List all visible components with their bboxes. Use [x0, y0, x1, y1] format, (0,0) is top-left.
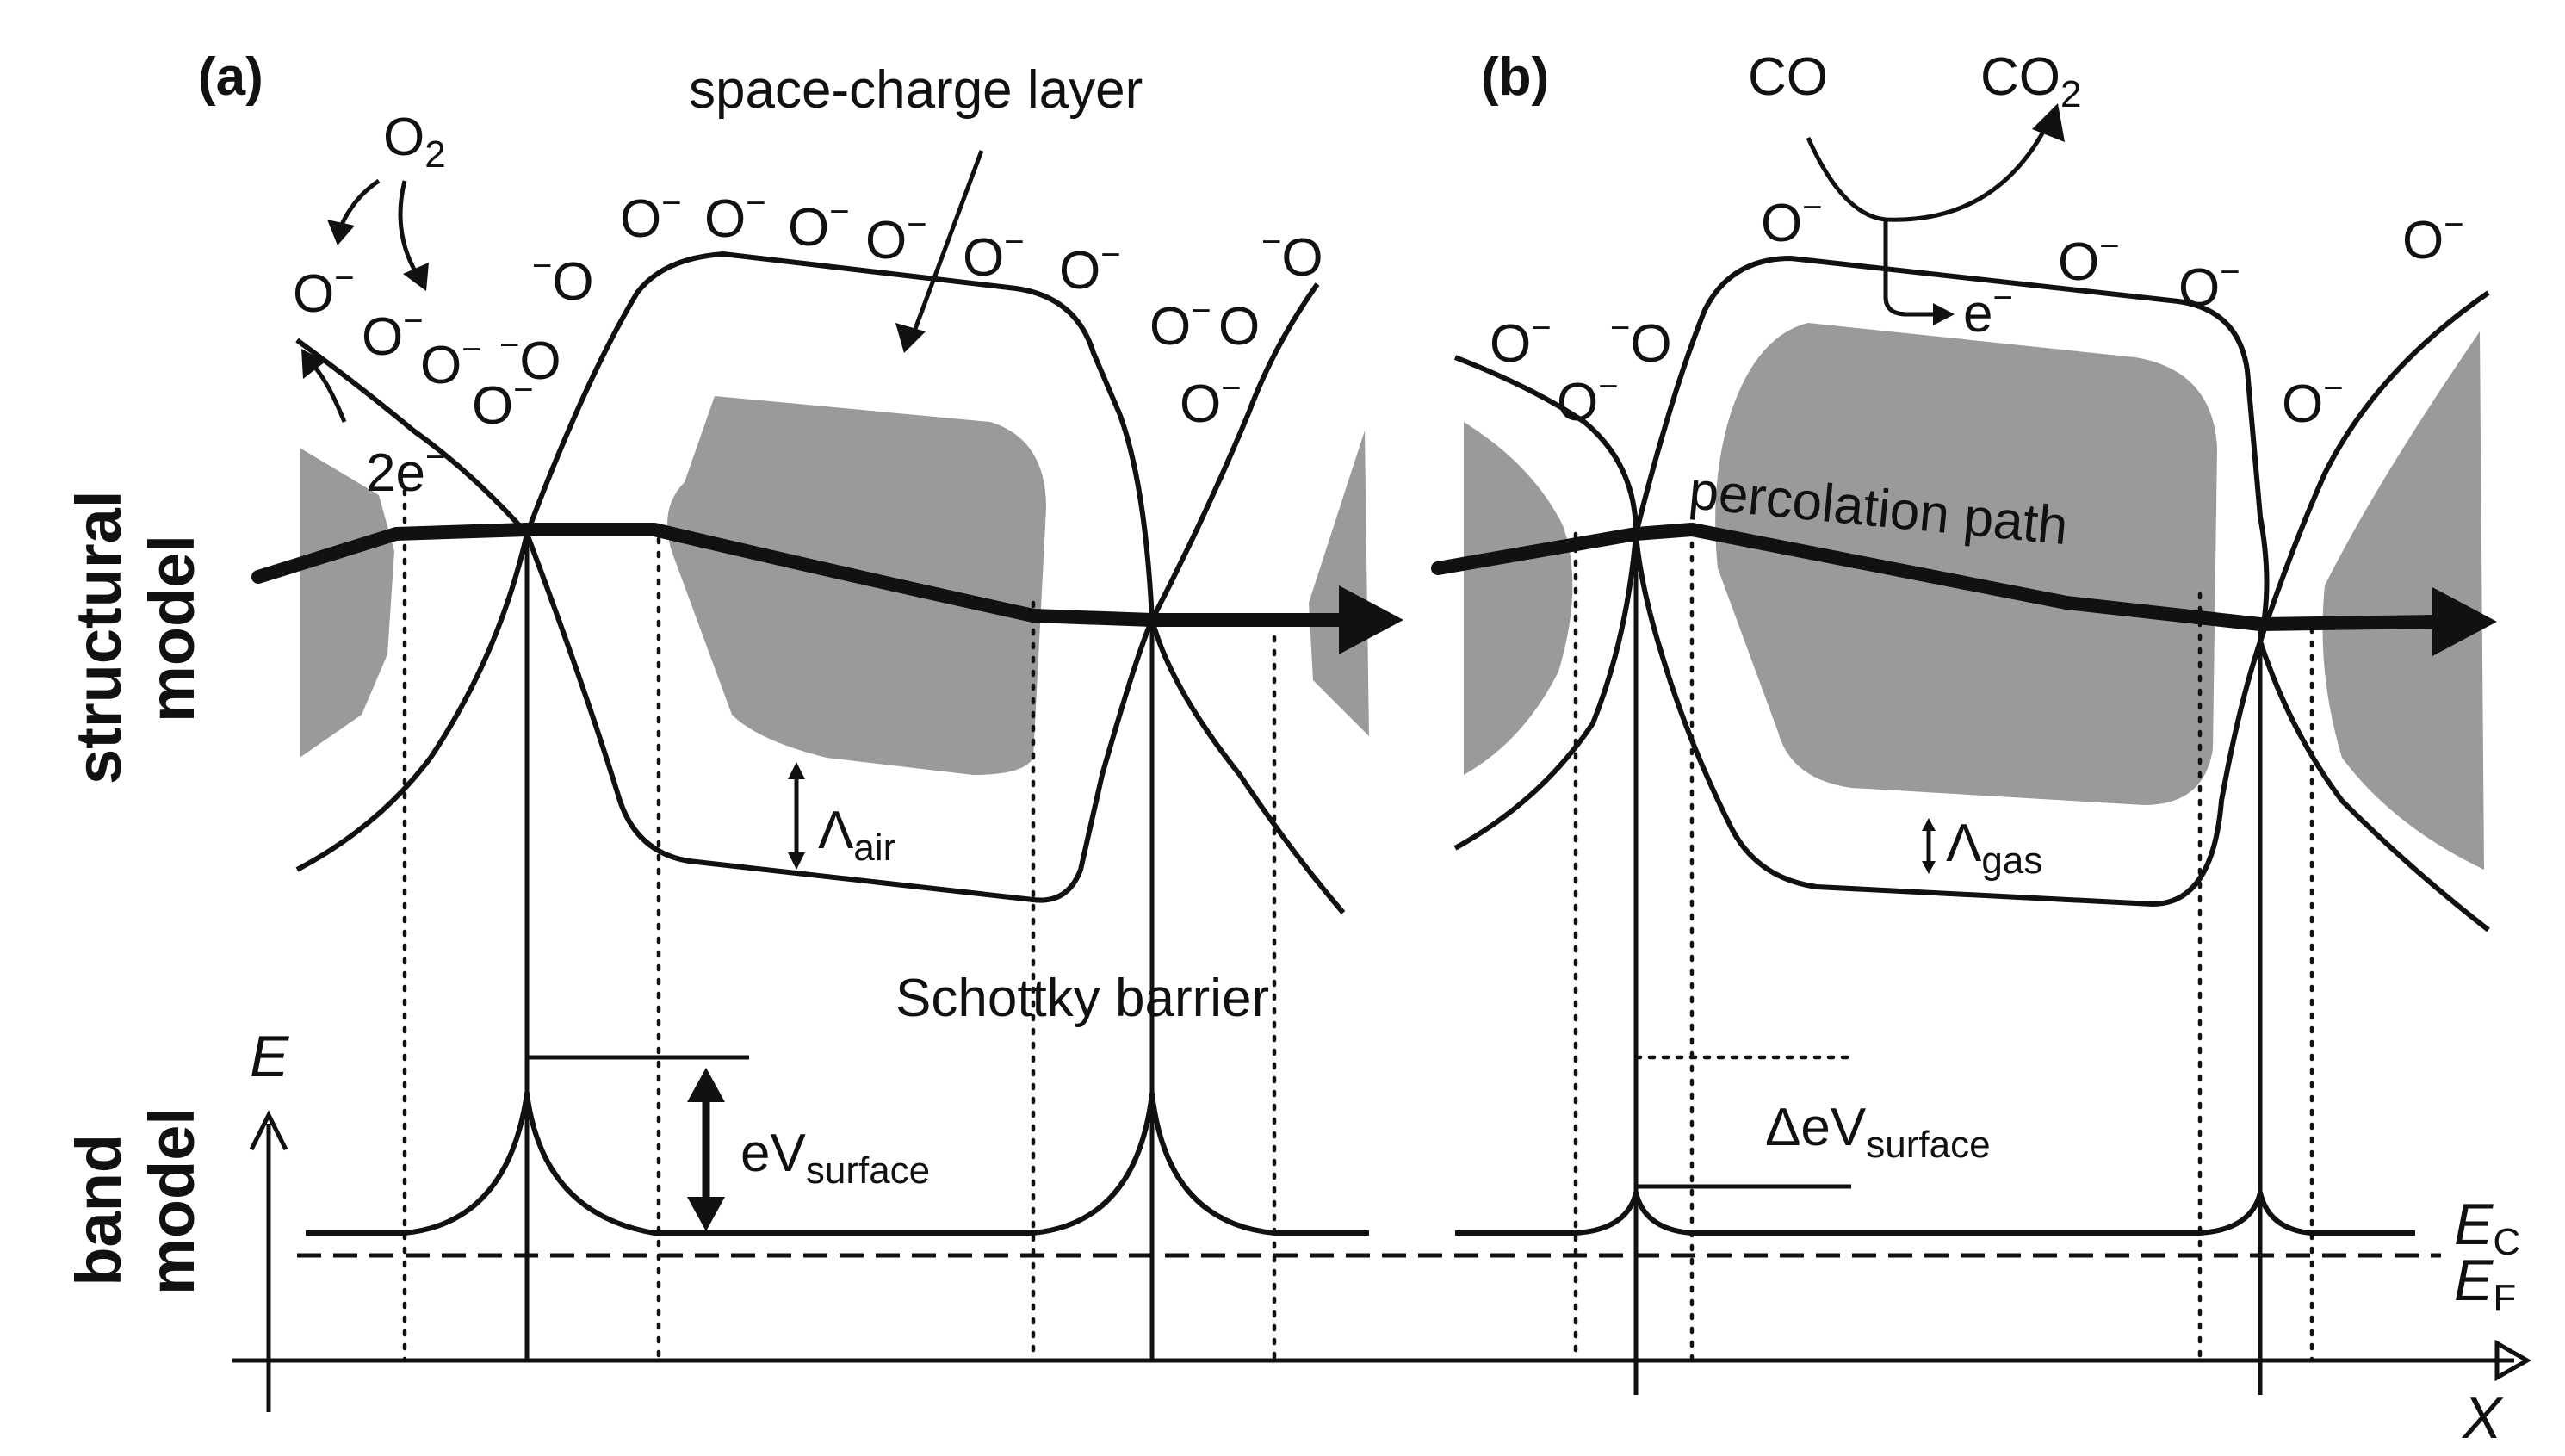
x-axis-arrowhead — [2494, 1339, 2532, 1382]
oxygen-ion: O− — [420, 331, 482, 395]
oxygen-ion: O− — [865, 206, 927, 270]
lambda-gas-arrow-bottom — [1922, 861, 1936, 874]
oxygen-ion: −O — [1261, 223, 1323, 288]
two-electron-label: 2e− — [366, 438, 445, 503]
ev-surface-arrowhead-top — [687, 1068, 725, 1102]
oxygen-ion: O− — [472, 371, 534, 436]
lambda-air-label: Λair — [818, 801, 895, 869]
conduction-band-a — [306, 1091, 1369, 1236]
co-label: CO — [1748, 47, 1828, 107]
oxygen-ion: O− — [2058, 227, 2120, 292]
o2-arrow-left — [338, 178, 381, 229]
oxygen-ion: O — [1218, 297, 1260, 356]
space-charge-pointer — [910, 150, 984, 337]
electron-arrowhead-2e — [301, 349, 325, 379]
oxygen-ion: −O — [532, 247, 594, 312]
grain-left-a — [300, 448, 394, 758]
boundary-center-b — [1633, 256, 2270, 907]
position-axis-label: X — [2461, 1385, 2504, 1451]
co-oxidation-arrow — [1806, 119, 2052, 222]
oxygen-ion: O− — [788, 193, 850, 257]
oxygen-ion: O− — [293, 259, 355, 324]
schottky-barrier-label: Schottky barrier — [895, 969, 1269, 1028]
adsorbed-oxygen-ions-a: O− O− O− −O O− −O O− O− O− O− O− O− O− O… — [293, 184, 1323, 436]
energy-axis-label: E — [250, 1024, 289, 1089]
band-model-label: band model — [63, 1107, 208, 1295]
oxygen-ion: O− — [1180, 369, 1242, 434]
o2-label: O2 — [383, 108, 446, 176]
grain-center-b — [1715, 323, 2217, 805]
panel-b-structural — [1431, 103, 2497, 1395]
boundary-ur-a — [1149, 282, 1320, 622]
percolation-path-b — [1431, 523, 2444, 631]
boundary-ul-b — [1453, 355, 1639, 535]
boundary-lr-a — [1149, 619, 1346, 914]
panel-b-label: (b) — [1481, 47, 1549, 107]
adsorbed-oxygen-ions-b: O− O− −O O− O− O− O− O− — [1490, 189, 2464, 434]
oxygen-ion: −O — [499, 326, 561, 391]
boundary-ll-b — [1453, 533, 1639, 851]
lambda-gas-label: Λgas — [1946, 814, 2042, 882]
oxygen-ion: O− — [2178, 253, 2240, 318]
energy-axis-arrowhead — [249, 1110, 288, 1151]
space-charge-layer-label: space-charge layer — [689, 60, 1143, 120]
structural-model-label: structural model — [63, 473, 208, 784]
panel-a-structural — [251, 251, 1403, 1363]
oxygen-ion: O− — [1149, 292, 1211, 356]
oxygen-ion: O− — [1059, 236, 1121, 300]
boundary-center-a — [524, 251, 1155, 903]
co2-arrowhead — [2032, 103, 2065, 142]
oxygen-ion: O− — [704, 184, 766, 249]
oxygen-ion: O− — [963, 223, 1025, 288]
o2-arrowhead-right — [403, 263, 429, 291]
delta-ev-surface-label: ΔeVsurface — [1765, 1098, 1991, 1166]
conduction-band-b — [1455, 1190, 2415, 1236]
lambda-air-arrow-top — [788, 762, 805, 779]
boundary-lr-b — [2258, 641, 2490, 932]
panel-a-label: (a) — [198, 47, 263, 107]
ev-surface-label: eVsurface — [740, 1124, 930, 1192]
o2-arrow-right — [398, 180, 420, 277]
ec-label: EC — [2454, 1192, 2520, 1263]
oxygen-ion: O− — [1490, 309, 1552, 374]
band-model — [232, 1055, 2532, 1412]
percolation-arrowhead-b — [2432, 587, 2497, 656]
ef-label: EF — [2454, 1248, 2516, 1319]
co2-label: CO2 — [1980, 47, 2081, 115]
electron-release-arrow — [1883, 220, 1942, 317]
boundary-ur-b — [2258, 290, 2490, 642]
o2-adsorption-arrows — [301, 178, 429, 423]
grain-right-a — [1309, 431, 1369, 736]
electron-arrowhead — [1933, 303, 1955, 325]
electron-label: e− — [1963, 279, 2013, 344]
oxygen-ion: O− — [2282, 369, 2344, 434]
oxygen-ion: O− — [362, 302, 424, 367]
boundary-ul-a — [295, 338, 530, 536]
grain-left-b — [1464, 422, 1573, 775]
lambda-air-arrow-bottom — [788, 852, 805, 870]
lambda-gas-arrow-top — [1922, 818, 1936, 831]
grain-right-b — [2322, 331, 2484, 870]
oxygen-ion: −O — [1610, 309, 1672, 374]
oxygen-ion: O− — [2402, 206, 2464, 270]
ev-surface-arrowhead-bottom — [687, 1197, 725, 1231]
grain-center-a — [667, 396, 1046, 775]
o2-arrowhead-left — [327, 220, 355, 245]
oxygen-ion: O− — [1557, 368, 1619, 432]
boundary-ll-a — [295, 533, 530, 872]
percolation-arrowhead-a — [1339, 585, 1403, 654]
oxygen-ion: O− — [620, 184, 682, 249]
oxygen-ion: O− — [1761, 189, 1823, 253]
space-charge-arrowhead — [895, 323, 926, 353]
percolation-path-a — [251, 523, 1350, 627]
